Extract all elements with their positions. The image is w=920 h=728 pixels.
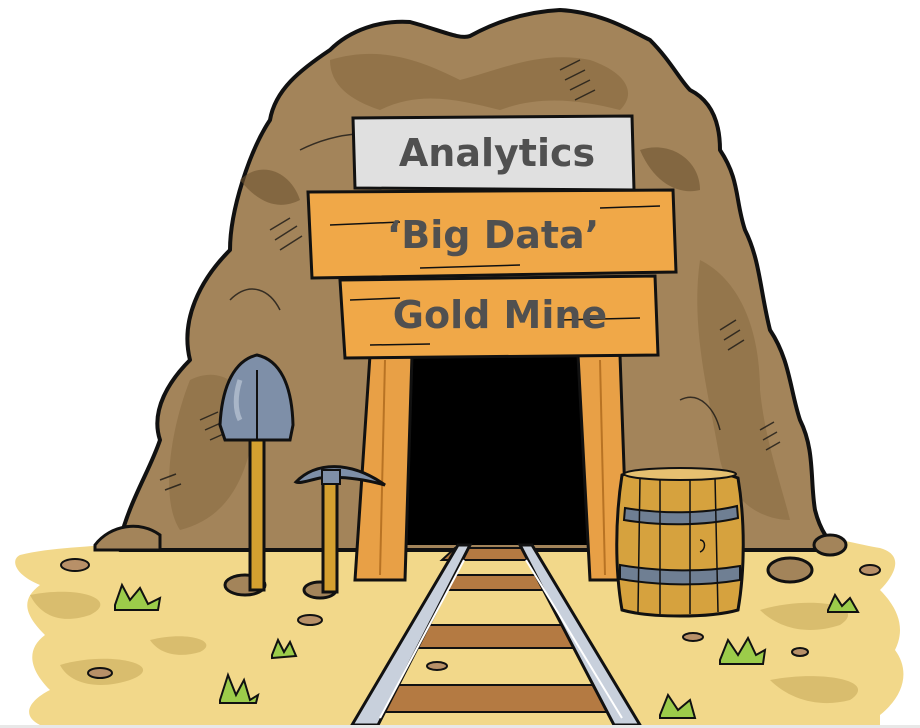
support-beams <box>353 353 630 582</box>
grass-tufts <box>114 582 860 719</box>
sign-gold-mine-text: Gold Mine <box>393 293 607 337</box>
sign-big-data-text: ‘Big Data’ <box>387 213 599 257</box>
rail-tracks <box>349 543 643 727</box>
sign-analytics-text: Analytics <box>399 131 595 175</box>
sign-big-data: ‘Big Data’ <box>306 188 678 280</box>
barrel-icon <box>615 467 745 618</box>
pickaxe-icon <box>293 465 386 594</box>
pebbles <box>60 558 881 679</box>
mine-tunnel <box>400 345 590 545</box>
sign-gold-mine: Gold Mine <box>338 274 660 360</box>
sign-analytics: Analytics <box>351 114 636 192</box>
shovel-icon <box>218 353 295 592</box>
bottom-border <box>0 725 920 728</box>
